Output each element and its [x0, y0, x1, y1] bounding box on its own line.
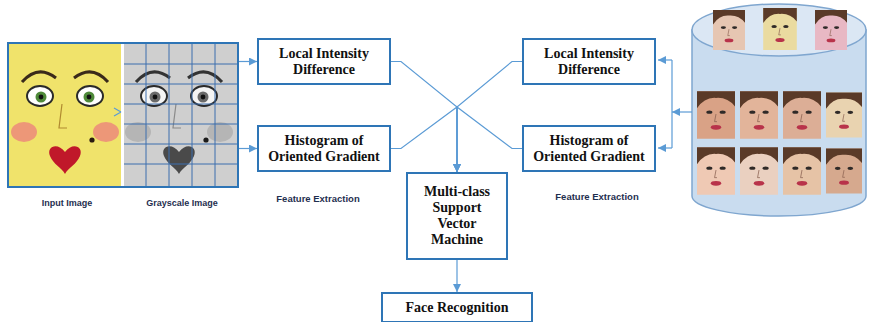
- flow-arrow: [457, 62, 522, 173]
- box-label: Histogram of Oriented Gradient: [263, 133, 385, 165]
- feature-box: Histogram of Oriented Gradient: [522, 125, 656, 172]
- box-content: Multi-class Support Vector Machine: [412, 184, 502, 248]
- box-label: Multi-class Support Vector Machine: [412, 184, 502, 248]
- flow-arrow: [391, 107, 457, 172]
- box-content: Local Intensity Difference: [263, 46, 385, 78]
- box-label: Histogram of Oriented Gradient: [528, 133, 650, 165]
- box-content: Histogram of Oriented Gradient: [263, 133, 385, 165]
- flow-arrow: [391, 62, 457, 173]
- image-panel: Input ImageGrayscale Image: [7, 42, 239, 188]
- feature-box: Local Intensity Difference: [522, 38, 656, 85]
- face-ground: [124, 44, 237, 186]
- box-label: Local Intensity Difference: [528, 46, 650, 78]
- output-box: Face Recognition: [381, 292, 533, 322]
- flow-arrow: [457, 107, 522, 172]
- face-ground: [9, 44, 121, 186]
- face-database: [692, 4, 866, 216]
- database-feed-lines: [658, 60, 692, 148]
- flow-arrow: [456, 260, 457, 292]
- image-caption: Input Image: [42, 198, 93, 208]
- box-label: Face Recognition: [387, 300, 527, 316]
- box-content: Face Recognition: [387, 300, 527, 316]
- input-face-image: [9, 44, 121, 186]
- box-label: Local Intensity Difference: [263, 46, 385, 78]
- database-top: [692, 4, 866, 56]
- grayscale-face-image: [114, 44, 237, 186]
- box-content: Histogram of Oriented Gradient: [528, 133, 650, 165]
- classifier-box: Multi-class Support Vector Machine: [406, 172, 508, 260]
- image-caption: Grayscale Image: [146, 198, 218, 208]
- flow-arrow: [239, 148, 257, 149]
- section-label: Feature Extraction: [276, 193, 359, 204]
- feature-box: Local Intensity Difference: [257, 38, 391, 85]
- feature-box: Histogram of Oriented Gradient: [257, 125, 391, 172]
- box-content: Local Intensity Difference: [528, 46, 650, 78]
- section-label: Feature Extraction: [555, 191, 638, 202]
- flow-arrow: [239, 61, 257, 62]
- database-cylinder: [692, 30, 866, 216]
- grid-lines: [124, 44, 237, 186]
